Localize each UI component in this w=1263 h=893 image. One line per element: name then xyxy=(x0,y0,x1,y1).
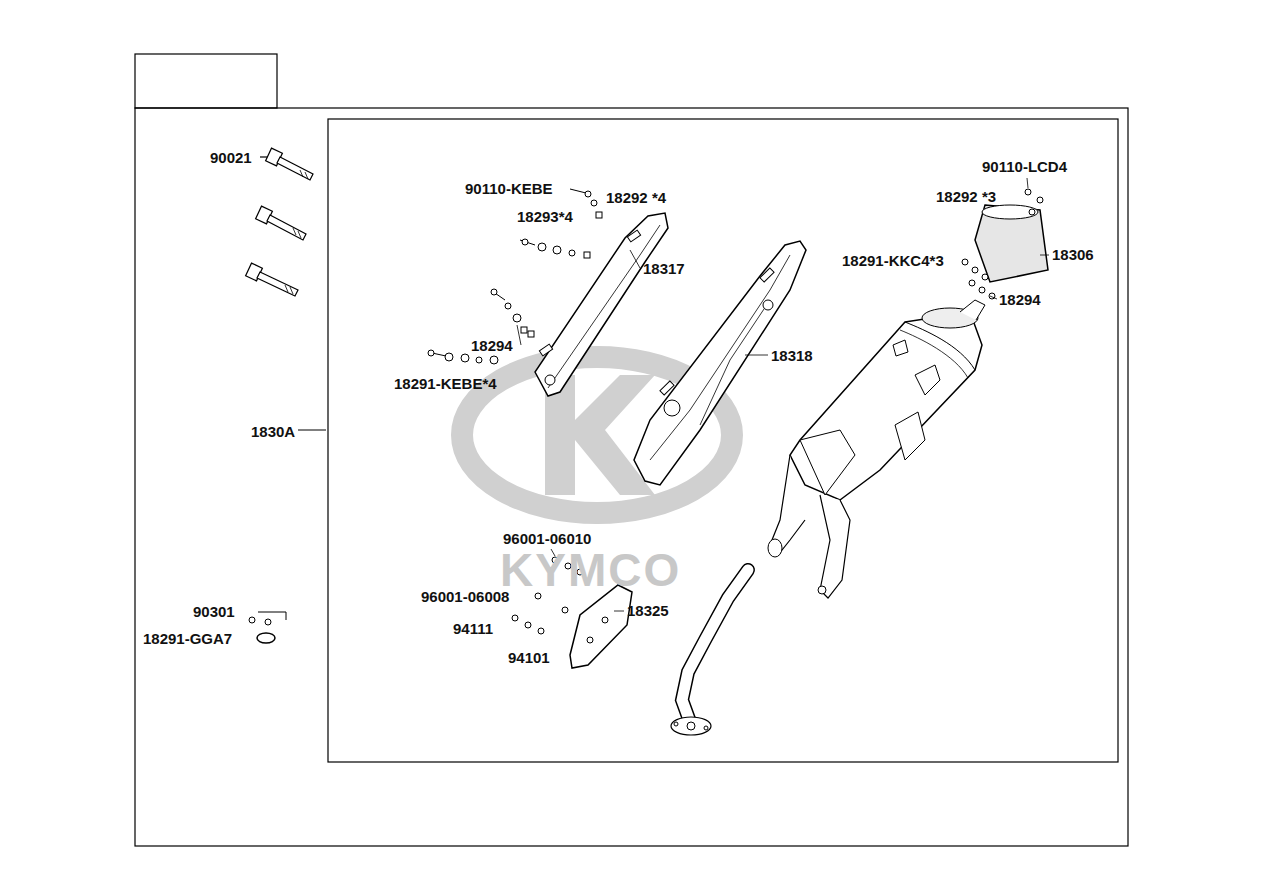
callout-number: 18317 xyxy=(643,260,685,277)
callout-number: 18294 xyxy=(999,291,1041,308)
watermark-text: KYMCO xyxy=(500,545,681,595)
callout-number: 18294 xyxy=(471,337,513,354)
callout-number: 18292 *4 xyxy=(606,189,666,206)
callout-number: 90110-LCD4 xyxy=(982,158,1067,175)
callout-number: 18306 xyxy=(1052,246,1094,263)
callout-number: 18291-GGA7 xyxy=(143,630,232,647)
callout-number: 90110-KEBE xyxy=(465,180,553,197)
callout-number: 90301 xyxy=(193,603,235,620)
callout-number: 94101 xyxy=(508,649,550,666)
callout-number: 18318 xyxy=(771,347,813,364)
callout-number: 18291-KEBE*4 xyxy=(394,375,497,392)
callout-number: 1830A xyxy=(251,423,295,440)
callout-number: 18292 *3 xyxy=(936,188,996,205)
callout-number: 18325 xyxy=(627,602,669,619)
callout-number: 18291-KKC4*3 xyxy=(842,252,944,269)
callout-number: 90021 xyxy=(210,149,252,166)
callout-number: 18293*4 xyxy=(517,208,573,225)
callout-number: 94111 xyxy=(453,620,493,637)
callout-number: 96001-06008 xyxy=(421,588,509,605)
